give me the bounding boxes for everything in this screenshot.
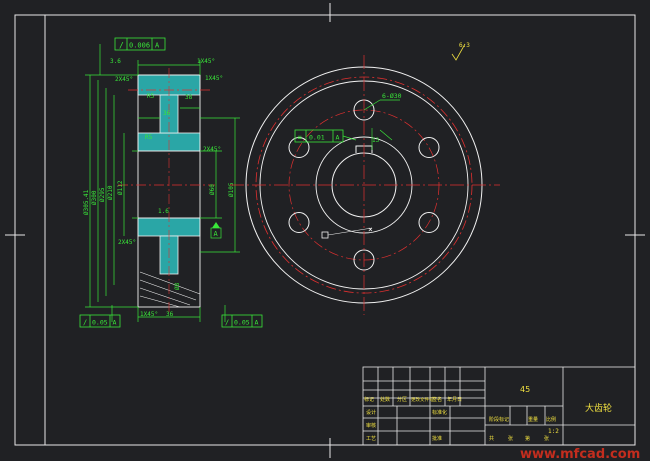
bottom-left-datum: A — [113, 319, 117, 327]
chamfer-top-right: 1X45° — [197, 58, 215, 65]
svg-text:/: / — [119, 41, 124, 50]
hub-small-dim: 3.6 — [110, 58, 121, 65]
tolerance-frame-bottom-left: / 0.05 A — [79, 314, 121, 328]
svg-text:/: / — [83, 319, 87, 327]
dia-hub-fit: Ø105 — [228, 182, 235, 197]
sheet-no: 第 — [525, 435, 530, 442]
svg-text:×: × — [368, 225, 373, 234]
holes-label: 6-Ø30 — [382, 92, 402, 100]
chamfer-top-left: 2X45° — [115, 76, 133, 83]
title-block-text: 45 大齿轮 比例 重量 阶段标记 1:2 标记 处数 分区 更改文件号 签名 … — [364, 385, 612, 442]
chamfer-inner: 1X45° — [205, 75, 223, 82]
teeth-hatch — [139, 271, 201, 308]
top-width-dim — [99, 44, 201, 119]
sheet-label: 张 — [508, 435, 513, 442]
chamfer-mid-right: 2X45° — [203, 146, 221, 153]
sheet-label-2: 张 — [544, 435, 549, 442]
approve-label: 批准 — [432, 435, 442, 442]
chamfer-bottom: 1X45° — [140, 311, 158, 318]
front-view: 6-Ø30 ≡ 0.01 A 13 × 6.3 — [230, 42, 500, 315]
keyway-width: 13 — [372, 137, 380, 144]
tolerance-frame-top: / 0.006 A — [114, 37, 166, 51]
part-name: 大齿轮 — [585, 402, 612, 414]
bottom-right-tol: 0.05 — [234, 319, 250, 327]
web-radius-label: R5 — [147, 93, 155, 100]
dia-pitch: Ø300 — [91, 190, 98, 205]
dia-rim: Ø295 — [99, 187, 106, 202]
datum-box — [321, 231, 329, 239]
title-block — [362, 366, 636, 446]
dia-hole: Ø8 — [174, 282, 181, 290]
chamfer-mid: 36 — [163, 110, 171, 117]
mark-header: 标记 — [364, 396, 374, 403]
width-bottom: 36 — [166, 311, 174, 318]
web-holes — [288, 99, 440, 271]
width-hub: 38 — [185, 94, 193, 101]
parallel-tol: 0.01 — [309, 134, 325, 142]
weight-header: 重量 — [528, 416, 538, 423]
right-dimension-lines — [200, 117, 240, 253]
outer-frame — [14, 14, 636, 446]
datum-marker: A — [210, 222, 222, 239]
watermark: www.mfcad.com — [520, 447, 640, 461]
stage-header: 阶段标记 — [489, 416, 509, 423]
parallel-datum: A — [336, 134, 340, 142]
count-header: 处数 — [380, 396, 390, 403]
top-tolerance-value: 0.006 — [129, 42, 150, 50]
chamfer-lower: 2X45° — [118, 239, 136, 246]
scale-header: 比例 — [546, 416, 556, 423]
dia-bore: Ø60 — [209, 184, 216, 195]
scale-value: 1:2 — [548, 428, 559, 435]
dia-hub: Ø112 — [117, 180, 124, 195]
holes-leader — [363, 99, 381, 111]
dia-web: Ø210 — [107, 185, 114, 200]
side-section-view: / 0.006 A 1X45° 2X45° 1X45° 3.6 38 R5 R5… — [79, 37, 263, 328]
small-dim: 1.6 — [158, 208, 169, 215]
date-header: 年月日 — [447, 396, 462, 403]
audit-label: 审核 — [366, 422, 376, 429]
left-dimension-lines — [85, 74, 138, 308]
datum-letter: A — [214, 230, 219, 238]
surface-finish-mark: 6.3 — [451, 42, 470, 61]
region-header: 分区 — [397, 396, 407, 403]
surface-finish-value: 6.3 — [459, 42, 470, 49]
designer-label: 设计 — [366, 409, 376, 416]
bottom-width-dim — [111, 305, 226, 322]
material-value: 45 — [520, 385, 530, 394]
tolerance-frame-bottom-right: / 0.05 A — [221, 314, 263, 328]
parallel-tolerance-frame: ≡ 0.01 A — [294, 129, 357, 143]
sign-header: 签名 — [432, 396, 442, 403]
standard-label: 标准化 — [432, 409, 447, 416]
svg-text:≡: ≡ — [298, 134, 302, 142]
bottom-right-datum: A — [255, 319, 259, 327]
process-label: 工艺 — [366, 436, 376, 442]
inner-frame — [44, 14, 636, 446]
dia-outer: Ø305.41 — [83, 189, 90, 215]
change-doc-header: 更改文件号 — [411, 396, 434, 403]
web-radius-label-2: R5 — [145, 134, 153, 141]
svg-text:/: / — [225, 319, 229, 327]
top-tolerance-datum: A — [155, 42, 160, 50]
sheet-total: 共 — [489, 435, 494, 442]
bottom-left-tol: 0.05 — [92, 319, 108, 327]
